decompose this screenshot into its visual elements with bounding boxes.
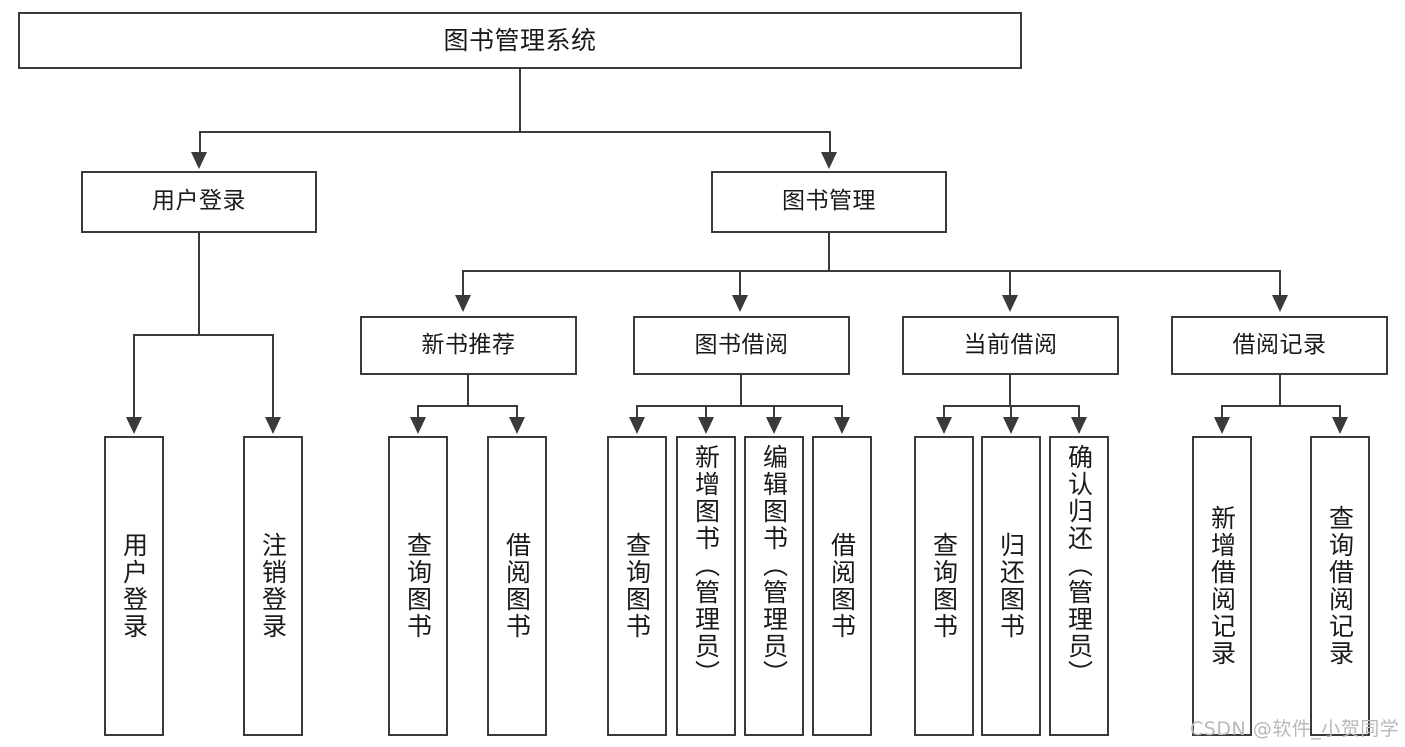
node-label: 图书借阅: [694, 331, 789, 358]
connector-new-book-to-borrow: [516, 405, 518, 419]
connector-current-borrow-to-return: [1010, 405, 1012, 419]
arrow-down-icon: [455, 295, 471, 312]
arrow-down-icon: [509, 417, 525, 434]
arrow-down-icon: [191, 152, 207, 169]
node-label: 编辑图书（管理员）: [759, 444, 789, 687]
leaf-add-borrow-record[interactable]: 新增借阅记录: [1192, 436, 1252, 736]
connector-borrow-record-to-add: [1221, 405, 1223, 419]
arrow-down-icon: [265, 417, 281, 434]
node-book-borrow[interactable]: 图书借阅: [633, 316, 850, 375]
connector-book-borrow-bus: [636, 405, 842, 407]
arrow-down-icon: [1003, 417, 1019, 434]
connector-new-book-to-query: [417, 405, 419, 419]
arrow-down-icon: [126, 417, 142, 434]
node-label: 借阅图书: [827, 532, 857, 640]
node-label: 查询图书: [622, 532, 652, 640]
connector-bus-to-current-borrow: [1009, 270, 1011, 298]
leaf-confirm-return-admin[interactable]: 确认归还（管理员）: [1049, 436, 1109, 736]
connector-book-borrow-to-edit: [773, 405, 775, 419]
node-label: 查询借阅记录: [1325, 505, 1355, 667]
leaf-lend-book[interactable]: 借阅图书: [812, 436, 872, 736]
connector-borrow-record-stem: [1279, 375, 1281, 406]
node-borrow-record[interactable]: 借阅记录: [1171, 316, 1388, 375]
node-book-management[interactable]: 图书管理: [711, 171, 947, 233]
csdn-watermark: CSDN @软件_小贺同学: [1190, 718, 1400, 740]
connector-bus-to-book-borrow: [739, 270, 741, 298]
arrow-down-icon: [1071, 417, 1087, 434]
leaf-user-login[interactable]: 用户登录: [104, 436, 164, 736]
node-label: 图书管理: [782, 188, 876, 215]
arrow-down-icon: [821, 152, 837, 169]
leaf-user-logout[interactable]: 注销登录: [243, 436, 303, 736]
connector-book-borrow-stem: [740, 375, 742, 406]
node-label: 查询图书: [403, 532, 433, 640]
node-label: 当前借阅: [963, 331, 1058, 358]
leaf-edit-book-admin[interactable]: 编辑图书（管理员）: [744, 436, 804, 736]
node-label: 借阅记录: [1232, 331, 1327, 358]
leaf-return-book[interactable]: 归还图书: [981, 436, 1041, 736]
leaf-query-borrow-record[interactable]: 查询借阅记录: [1310, 436, 1370, 736]
arrow-down-icon: [732, 295, 748, 312]
node-label: 新增借阅记录: [1207, 505, 1237, 667]
arrow-down-icon: [1332, 417, 1348, 434]
leaf-borrow-book-recommend[interactable]: 借阅图书: [487, 436, 547, 736]
leaf-query-book-borrow[interactable]: 查询图书: [607, 436, 667, 736]
node-label: 图书管理系统: [443, 25, 597, 55]
node-label: 借阅图书: [502, 532, 532, 640]
leaf-query-book-current[interactable]: 查询图书: [914, 436, 974, 736]
connector-user-login-to-logout: [272, 334, 274, 419]
connector-user-login-bus: [133, 334, 273, 336]
node-label: 确认归还（管理员）: [1064, 444, 1094, 687]
connector-root-stem: [519, 69, 521, 132]
connector-current-borrow-to-query: [943, 405, 945, 419]
node-label: 新书推荐: [421, 331, 516, 358]
connector-root-bus: [199, 131, 831, 133]
connector-level2-bus: [462, 270, 1280, 272]
connector-current-borrow-to-confirm: [1078, 405, 1080, 419]
arrow-down-icon: [936, 417, 952, 434]
arrow-down-icon: [766, 417, 782, 434]
connector-bus-to-borrow-record: [1279, 270, 1281, 298]
connector-book-borrow-to-query: [636, 405, 638, 419]
connector-book-borrow-to-lend: [841, 405, 843, 419]
node-label: 用户登录: [152, 188, 246, 215]
arrow-down-icon: [1002, 295, 1018, 312]
connector-user-login-stem: [198, 233, 200, 335]
arrow-down-icon: [1272, 295, 1288, 312]
node-label: 归还图书: [996, 532, 1026, 640]
connector-new-book-bus: [417, 405, 518, 407]
connector-borrow-record-bus: [1221, 405, 1340, 407]
node-label: 注销登录: [258, 532, 288, 640]
node-book-management-system[interactable]: 图书管理系统: [18, 12, 1022, 69]
leaf-add-book-admin[interactable]: 新增图书（管理员）: [676, 436, 736, 736]
connector-root-to-user-login: [199, 131, 201, 154]
connector-book-management-stem: [828, 233, 830, 272]
arrow-down-icon: [1214, 417, 1230, 434]
connector-user-login-to-login: [133, 334, 135, 419]
node-new-book-recommend[interactable]: 新书推荐: [360, 316, 577, 375]
node-user-login[interactable]: 用户登录: [81, 171, 317, 233]
arrow-down-icon: [410, 417, 426, 434]
connector-new-book-stem: [467, 375, 469, 406]
connector-current-borrow-stem: [1009, 375, 1011, 406]
node-label: 查询图书: [929, 532, 959, 640]
arrow-down-icon: [834, 417, 850, 434]
connector-book-borrow-to-add: [705, 405, 707, 419]
node-label: 新增图书（管理员）: [691, 444, 721, 687]
node-label: 用户登录: [119, 532, 149, 640]
connector-root-to-book-management: [829, 131, 831, 154]
connector-bus-to-new-book: [462, 270, 464, 298]
connector-borrow-record-to-query: [1339, 405, 1341, 419]
arrow-down-icon: [698, 417, 714, 434]
arrow-down-icon: [629, 417, 645, 434]
leaf-query-book-recommend[interactable]: 查询图书: [388, 436, 448, 736]
node-current-borrow[interactable]: 当前借阅: [902, 316, 1119, 375]
